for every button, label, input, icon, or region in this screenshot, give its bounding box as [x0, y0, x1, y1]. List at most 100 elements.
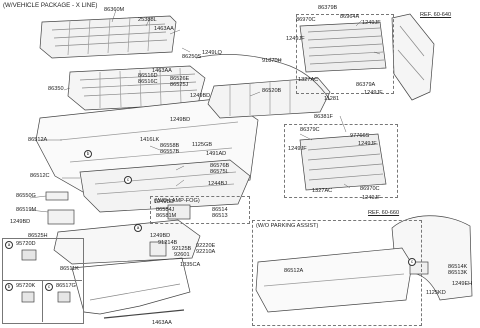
callout-a: a: [134, 224, 142, 232]
part-86379A: 86379A: [356, 82, 376, 88]
part-86512A: 86512A: [28, 137, 48, 143]
bracket-86550G: [45, 191, 69, 201]
part-86519M: 86519M: [16, 207, 37, 213]
part-92601: 92601: [174, 252, 190, 258]
part-86360M: 86360M: [104, 7, 125, 13]
box-lower-flap: [284, 124, 398, 198]
callout-c: c: [124, 176, 132, 184]
air-flap-lower: [299, 133, 387, 191]
part-11281: 11281: [324, 96, 340, 102]
part-86575L: 86575L: [210, 169, 229, 175]
part-86513K: 86513K: [448, 270, 468, 276]
sensor-icon-a: [21, 249, 37, 261]
part-86512A-inset: 86512A: [284, 268, 304, 274]
legend-c-marker: c: [45, 283, 53, 291]
part-86558B: 86558B: [160, 143, 180, 149]
part-86379C: 86379C: [300, 127, 320, 133]
part-86514K: 86514K: [448, 264, 468, 270]
part-86557B: 86557B: [160, 149, 180, 155]
part-86964A: 86964A: [340, 14, 360, 20]
part-91870H: 91870H: [262, 58, 282, 64]
part-86381F: 86381F: [314, 114, 333, 120]
part-1491AD: 1491AD: [206, 151, 227, 157]
part-92125B: 92125B: [172, 246, 192, 252]
part-1335CA: 1335CA: [180, 262, 201, 268]
front-end-module: [391, 13, 435, 101]
legend-divider-v: [42, 280, 43, 322]
part-86379B: 86379B: [318, 5, 338, 11]
callout-c-fender: c: [408, 258, 416, 266]
part-1244BJ: 1244BJ: [208, 181, 227, 187]
page-title: (W/VEHICLE PACKAGE - X LINE): [3, 2, 98, 9]
part-91214B: 91214B: [158, 240, 178, 246]
wiring-harness: [195, 53, 331, 101]
part-86525J: 86525J: [170, 82, 189, 88]
part-1249JF-d: 1249JF: [288, 146, 307, 152]
part-1249JF-e: 1249JF: [358, 141, 377, 147]
bottom-strip: [103, 309, 185, 319]
part-1249BD-b: 1249BD: [170, 117, 191, 123]
part-86514: 86514: [212, 207, 228, 213]
part-86512C: 86512C: [30, 173, 50, 179]
air-flap-upper: [299, 21, 387, 73]
part-86970C-mid: 86970C: [360, 186, 380, 192]
part-1249BD-d: 1249BD: [154, 199, 175, 205]
part-86526E: 86526E: [170, 76, 190, 82]
sensor-icon-b: [21, 291, 35, 303]
box-parking-assist: [252, 220, 422, 326]
ref-top-link[interactable]: REF. 60-640: [420, 12, 452, 18]
energy-absorber: [207, 77, 331, 119]
part-1125GB: 1125GB: [192, 142, 213, 148]
part-86520B: 86520B: [262, 88, 282, 94]
part-86516C: 86516C: [138, 79, 158, 85]
lower-molding: [71, 257, 191, 315]
part-86250S: 86250S: [182, 54, 202, 60]
part-86584J: 86584J: [156, 207, 175, 213]
part-86350: 86350: [48, 86, 64, 92]
sensor-icon-c: [57, 291, 71, 303]
part-1249BD-c: 1249BD: [10, 219, 31, 225]
part-25388L: 25388L: [138, 17, 157, 23]
box-lamp-fog: [150, 196, 250, 224]
part-1249EH: 1249EH: [452, 281, 473, 287]
box-title-lamp-fog: (W/O LAMP-FOG): [154, 198, 200, 204]
radar-bracket: [149, 241, 167, 257]
part-86525H: 86525H: [28, 233, 48, 239]
legend-a-marker: a: [5, 241, 13, 249]
ref-fender-link[interactable]: REF. 60-660: [368, 210, 400, 216]
part-86576B: 86576B: [210, 163, 230, 169]
box-upper-flap: [296, 14, 394, 94]
part-97766S: 97766S: [350, 133, 370, 139]
part-1463AA-bot: 1463AA: [152, 320, 172, 326]
grille-upper-panel: [39, 15, 177, 59]
part-1327AC-top: 1327AC: [298, 77, 319, 83]
part-86970C-top: 86970C: [296, 17, 316, 23]
part-1249BD-a: 1249BD: [190, 93, 211, 99]
part-1249JF-f: 1249JF: [362, 195, 381, 201]
part-1416LK: 1416LK: [140, 137, 160, 143]
part-1327AC-mid: 1327AC: [312, 188, 333, 194]
part-1249LQ: 1249LQ: [202, 50, 222, 56]
box-title-parking-assist: (W/O PARKING ASSIST): [256, 223, 319, 229]
part-92210A: 92210A: [196, 249, 216, 255]
legend-b-marker: b: [5, 283, 13, 291]
part-86516D: 86516D: [138, 73, 158, 79]
callout-b: b: [84, 150, 92, 158]
part-1463AA-top: 1463AA: [154, 26, 174, 32]
part-1249JF-a: 1249JF: [286, 36, 305, 42]
part-1125KD: 1125KD: [426, 290, 446, 296]
legend-a-code: 95720D: [16, 241, 36, 247]
part-92220E: 92220E: [196, 243, 216, 249]
legend-b-code: 95720K: [16, 283, 36, 289]
legend-c-code: 86517G: [56, 283, 76, 289]
part-86513: 86513: [212, 213, 228, 219]
part-86511K: 86511K: [60, 266, 79, 272]
legend-box: [2, 238, 84, 324]
lower-grille: [79, 159, 251, 213]
part-86581M: 86581M: [156, 213, 177, 219]
part-1249JF-c: 1249JF: [364, 90, 383, 96]
fog-cover: [167, 204, 191, 220]
license-bracket: [47, 209, 75, 225]
